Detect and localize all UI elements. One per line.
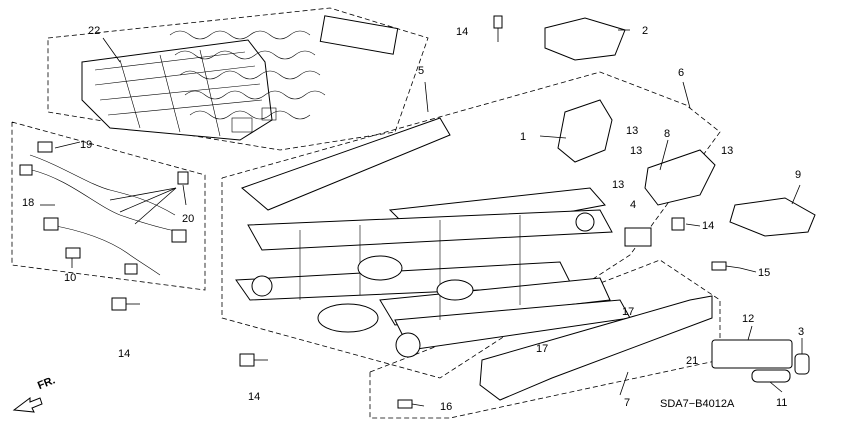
callout-17a: 17 bbox=[622, 306, 634, 318]
side-trim-cover bbox=[479, 295, 713, 401]
bolt-14c bbox=[239, 353, 268, 367]
switch-knob bbox=[751, 369, 791, 383]
callout-1: 1 bbox=[520, 131, 526, 143]
callout-11: 11 bbox=[776, 397, 787, 409]
adjuster-cover-inner bbox=[557, 99, 613, 163]
callout-13d: 13 bbox=[612, 179, 624, 191]
callout-2: 2 bbox=[642, 25, 648, 37]
callout-9: 9 bbox=[795, 169, 801, 181]
callout-13a: 13 bbox=[626, 125, 638, 137]
position-sensor bbox=[624, 227, 652, 247]
bolt-15 bbox=[711, 261, 741, 271]
front-direction-arrow bbox=[12, 397, 43, 413]
diagram-code: SDA7−B4012A bbox=[660, 398, 735, 410]
callout-20: 20 bbox=[182, 213, 194, 225]
seat-cushion-frame bbox=[81, 39, 277, 141]
cushion-springs bbox=[169, 15, 399, 120]
callout-12: 12 bbox=[742, 313, 754, 325]
callout-17b: 17 bbox=[536, 343, 548, 355]
recliner-cover bbox=[644, 149, 716, 206]
callout-3: 3 bbox=[798, 326, 804, 338]
callout-13b: 13 bbox=[630, 145, 642, 157]
leader-lines bbox=[40, 29, 803, 396]
callout-5: 5 bbox=[418, 65, 424, 77]
callout-4: 4 bbox=[630, 199, 636, 211]
adjuster-cover-rear bbox=[729, 197, 816, 237]
seat-control-switch bbox=[711, 339, 793, 369]
callout-18: 18 bbox=[22, 197, 34, 209]
callout-21: 21 bbox=[686, 355, 698, 367]
callout-7: 7 bbox=[624, 397, 630, 409]
callout-14b: 14 bbox=[118, 348, 130, 360]
adjuster-cover-front bbox=[544, 17, 626, 61]
power-seat-adjuster-frame bbox=[235, 117, 631, 358]
callout-14d: 14 bbox=[702, 220, 714, 232]
bolt-14a bbox=[493, 15, 503, 42]
bolt-14b bbox=[111, 297, 140, 311]
callout-14a: 14 bbox=[456, 26, 468, 38]
harness-group-outline bbox=[11, 121, 206, 291]
switch-knob-small bbox=[794, 353, 810, 375]
bolt-16 bbox=[397, 399, 425, 409]
callout-19: 19 bbox=[80, 139, 92, 151]
callout-15: 15 bbox=[758, 267, 770, 279]
callout-10: 10 bbox=[64, 272, 76, 284]
callout-22: 22 bbox=[88, 25, 100, 37]
seat-cushion-group-outline bbox=[47, 7, 429, 151]
wire-harness bbox=[19, 141, 189, 276]
callout-6: 6 bbox=[678, 67, 684, 79]
callout-8: 8 bbox=[664, 128, 670, 140]
callout-13c: 13 bbox=[721, 145, 733, 157]
bolt-14d bbox=[671, 217, 685, 231]
callout-16: 16 bbox=[440, 401, 452, 413]
callout-14c: 14 bbox=[248, 391, 260, 403]
